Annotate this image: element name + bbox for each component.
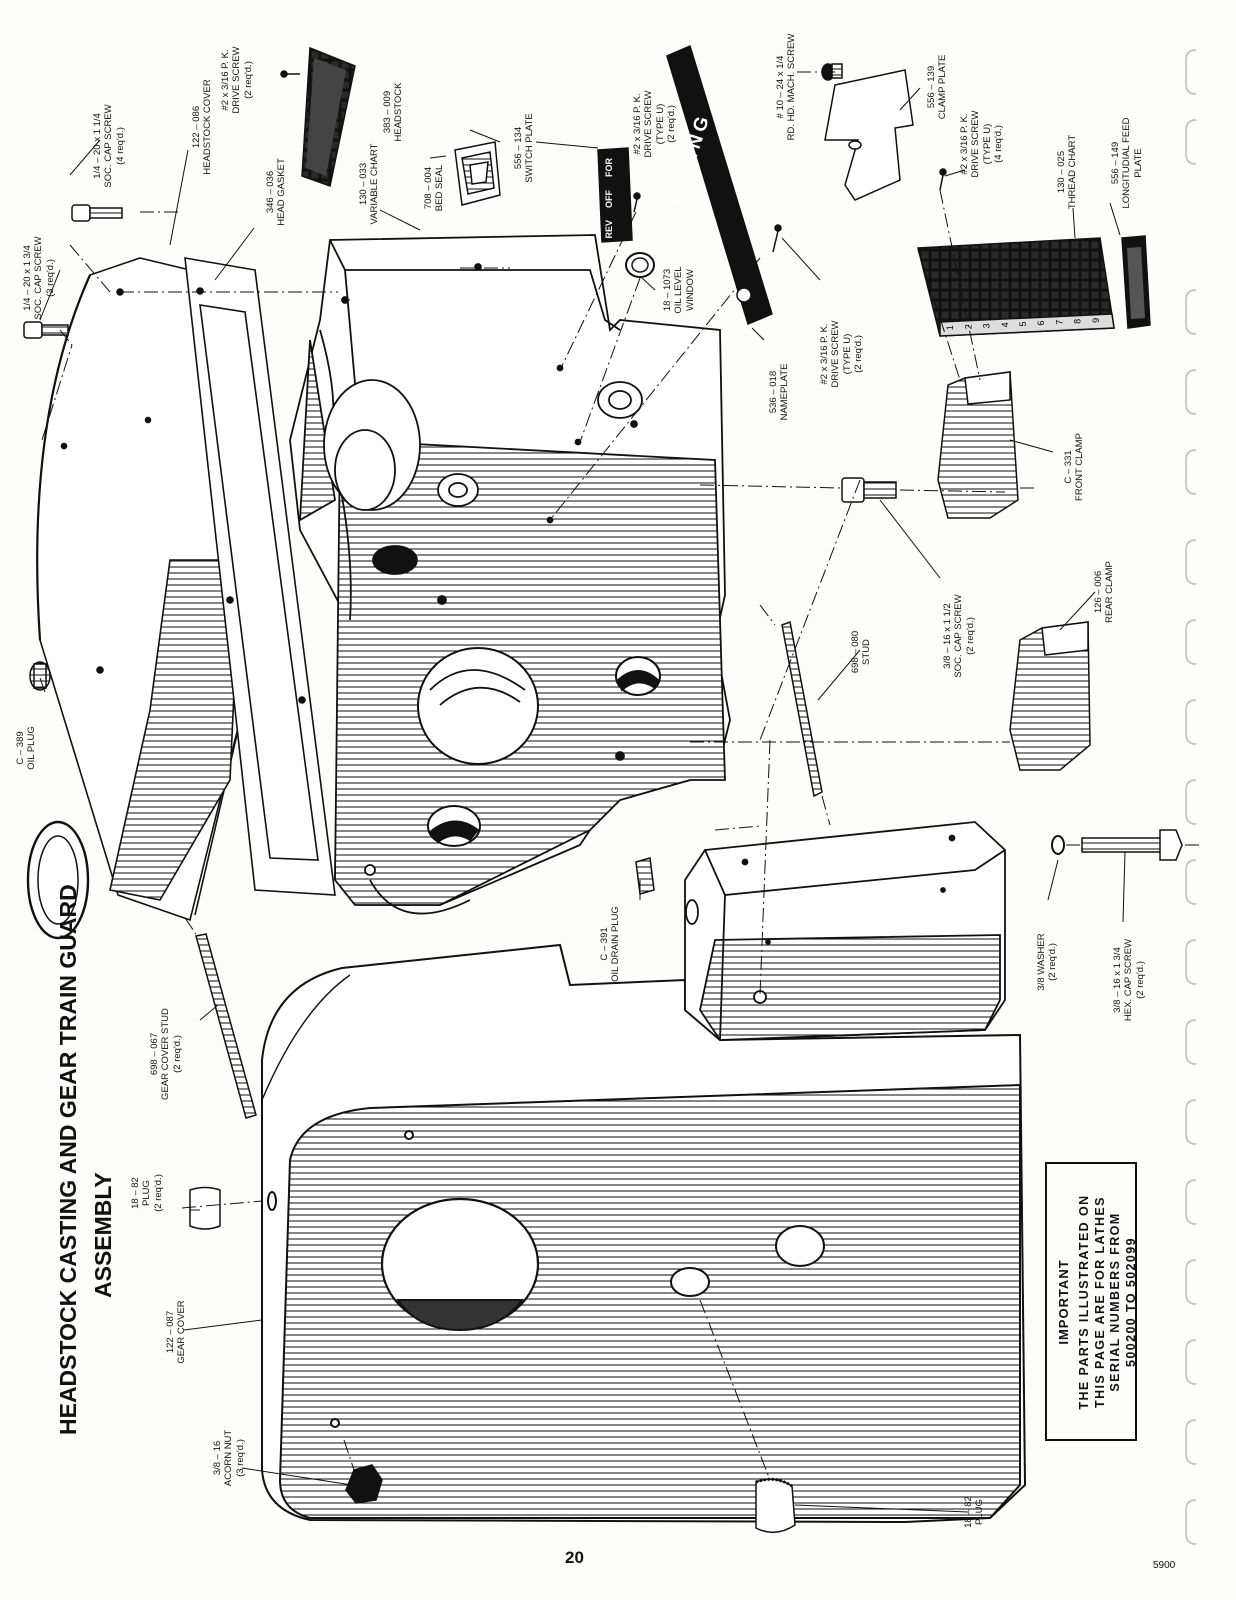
switch-plate-part: FOR OFF REV [597,147,633,243]
leader-lines [39,87,1126,1513]
gear-cover-part [261,943,1027,1524]
oil-reservoir-part [684,821,1006,1041]
thread-chart-digit: 3 [982,323,992,328]
bed-seal-part [454,141,501,206]
drive-screw-thread-chart-part [939,168,947,191]
important-line-4: 500200 TO 502099 [1123,1236,1138,1367]
variable-chart-part [301,46,356,187]
callout-washer: 3/8 WASHER(2 req'd.) [1036,933,1059,991]
page-number: 20 [565,1548,584,1567]
thread-chart-digit: 6 [1036,321,1046,326]
drive-screw-switch-part [633,192,641,213]
thread-chart-digit: 7 [1054,320,1064,325]
important-notice-box: IMPORTANT THE PARTS ILLUSTRATED ON THIS … [1045,1162,1138,1441]
important-line-2: THIS PAGE ARE FOR LATHES [1092,1195,1107,1408]
callout-drive-screw-type-u-a: #2 x 3/16 P. K.DRIVE SCREW(TYPE U)(2 req… [632,90,678,158]
callout-drive-screw-type-u-b: #2 x 3/16 P. K.DRIVE SCREW(TYPE U)(2 req… [819,320,865,388]
callout-drive-screw-type-u-c: #2 x 3/16 P. K.DRIVE SCREW(TYPE U)(4 req… [959,110,1005,178]
rear-clamp-part [1009,621,1091,771]
switch-label-rev: REV [604,220,614,239]
socket-cap-screw-upper [71,204,123,222]
important-line-1: THE PARTS ILLUSTRATED ON [1077,1193,1091,1410]
headstock-cover-part [26,257,246,940]
form-number: 5900 [1153,1560,1176,1571]
important-heading: IMPORTANT [1056,1258,1071,1345]
drive-screw-nameplate-part [772,224,782,253]
thread-chart-digits: 1 2 3 4 5 6 7 8 9 [945,318,1101,330]
oil-plug-part [29,661,51,691]
soc-cap-screw-3-8-part [841,477,897,503]
plug-lower-part [755,1477,796,1534]
center-lines [41,71,1200,1481]
longitudinal-feed-plate-part [1121,235,1151,329]
diagram-title-line-1: HEADSTOCK CASTING AND GEAR TRAIN GUARD [55,884,81,1435]
stud-698-080-part [781,620,823,798]
thread-chart-digit: 1 [945,325,955,330]
acorn-nut-part [345,1464,383,1504]
head-gasket-part [184,257,336,896]
oil-drain-plug-part [635,857,655,895]
switch-label-off: OFF [604,190,614,208]
clamp-plate-part [824,69,914,201]
thread-chart-part [917,237,1115,337]
thread-chart-digit: 2 [963,324,973,329]
thread-chart-digit: 4 [1000,322,1010,327]
washer-part [1051,835,1065,855]
drive-screw-top-part [280,70,300,78]
thread-chart-digit: 5 [1018,321,1028,326]
gear-cover-stud-part [195,933,257,1119]
callout-drive-screw-top: #2 x 3/16 P. K.DRIVE SCREW(2 req'd.) [220,46,254,114]
front-clamp-part [937,371,1019,519]
oil-level-window-part [625,252,655,278]
hex-cap-screw-part [1081,829,1183,861]
thread-chart-digit: 8 [1073,319,1083,324]
socket-cap-screw-lower [23,321,69,339]
switch-label-for: FOR [604,158,614,177]
binder-holes [1185,49,1197,1545]
diagram-title-line-2: ASSEMBLY [90,1172,116,1298]
thread-chart-digit: 9 [1091,318,1101,323]
important-line-3: SERIAL NUMBERS FROM [1108,1211,1123,1392]
headstock-casting-part [289,234,731,915]
plug-upper-part [189,1186,221,1230]
